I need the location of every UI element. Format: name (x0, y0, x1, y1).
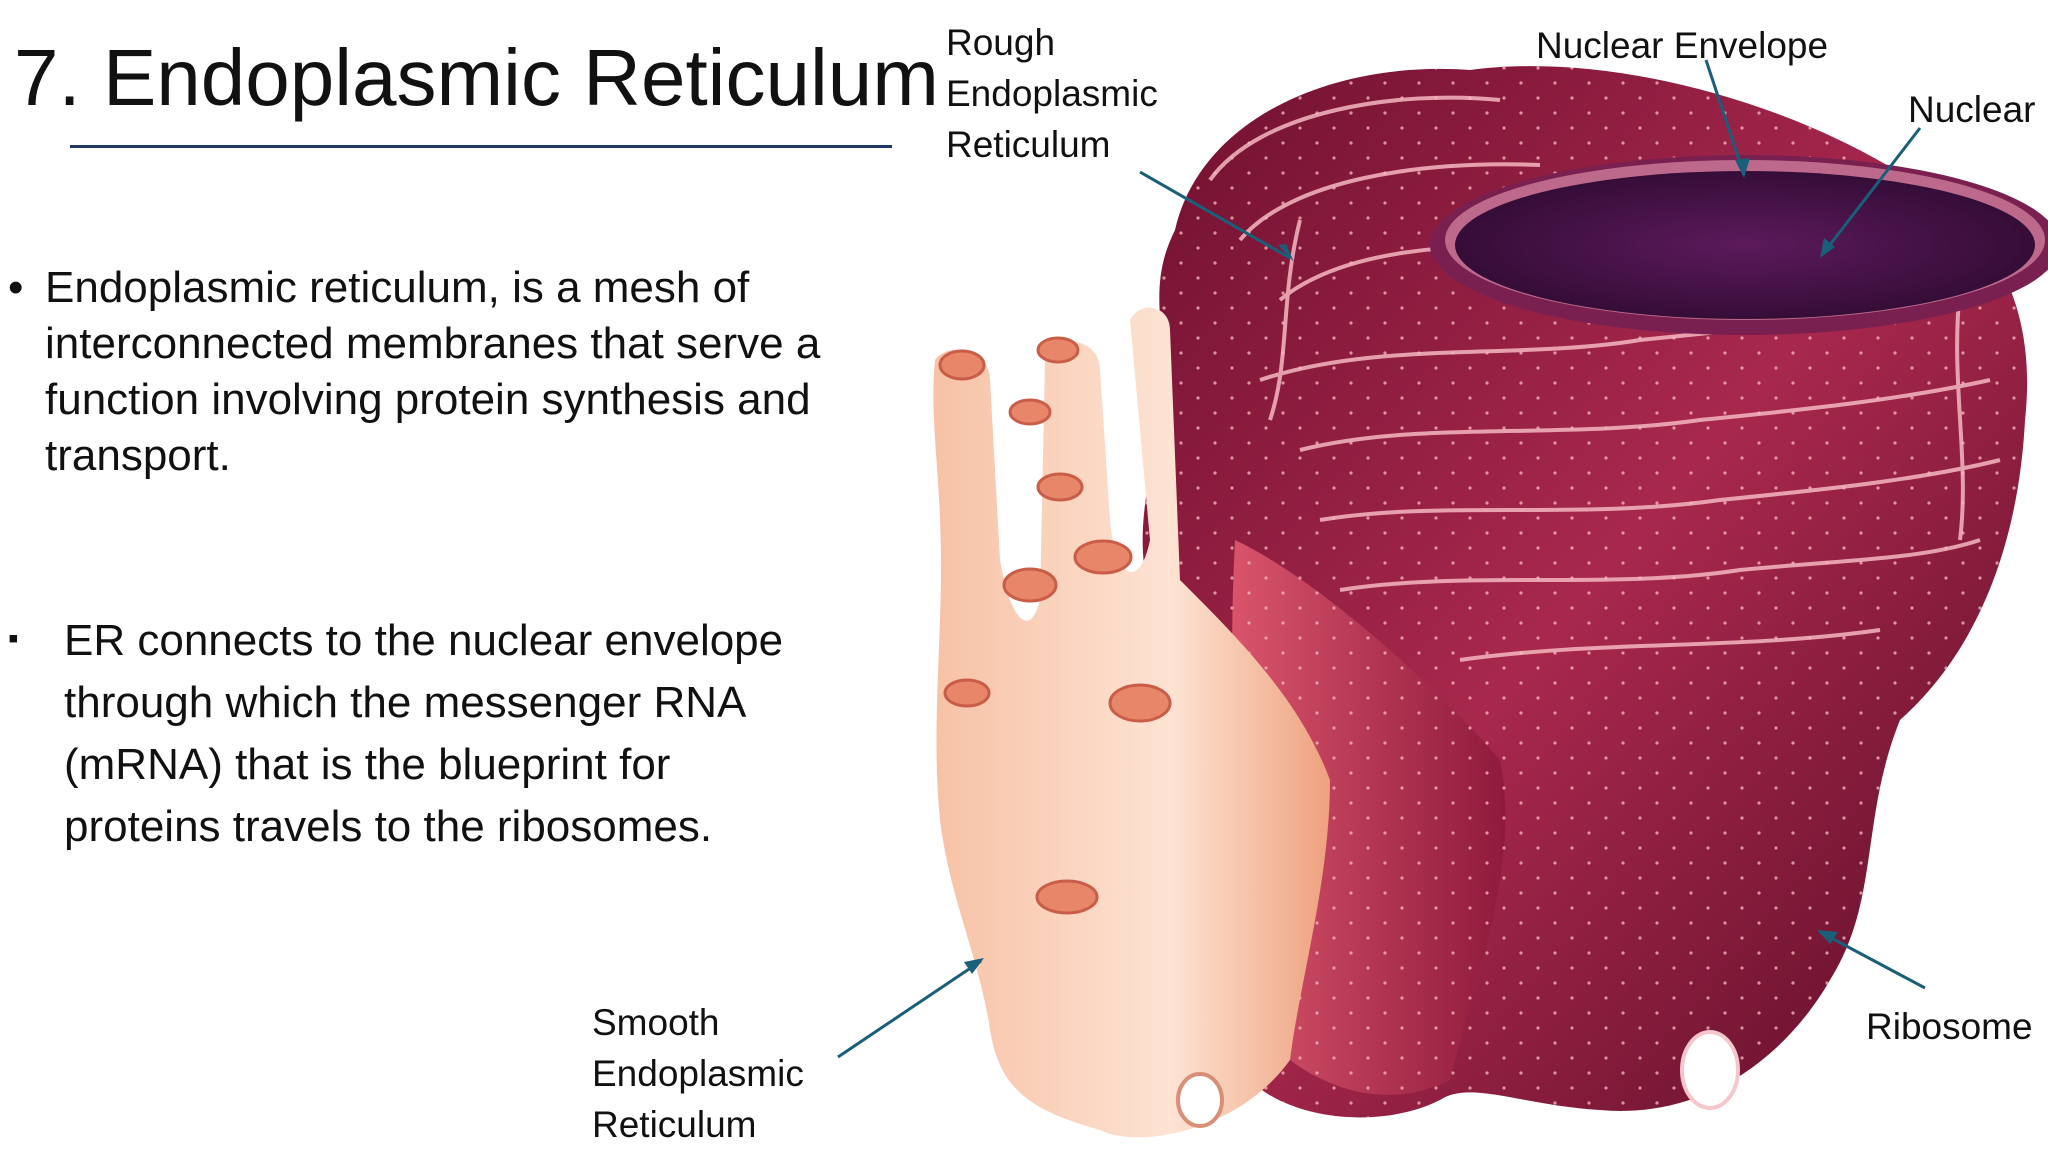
label-rough-er: Rough Endoplasmic Reticulum (946, 22, 1158, 165)
label-ribosome: Ribosome (1866, 1006, 2033, 1047)
leader-line-rough-er (1139, 170, 1291, 260)
label-nuclear: Nuclear (1908, 89, 2036, 130)
leader-arrowheads (964, 158, 1838, 974)
bullet-item-2: ▪ ER connects to the nuclear envelope th… (8, 610, 808, 858)
bullet-text-1: Endoplasmic reticulum, is a mesh of inte… (45, 263, 821, 480)
title-underline (70, 145, 892, 148)
leader-line-smooth-er (837, 959, 982, 1059)
bullet-item-1: • Endoplasmic reticulum, is a mesh of in… (8, 260, 898, 484)
bullet-marker-square: ▪ (8, 622, 19, 655)
leader-lines (837, 59, 1926, 1059)
leader-line-nuclear-envelope (1704, 59, 1746, 176)
leader-line-nuclear (1820, 127, 1922, 256)
nucleus-shape (1430, 155, 2048, 335)
label-smooth-er: Smooth Endoplasmic Reticulum (592, 1002, 804, 1145)
bullet-text-2: ER connects to the nuclear envelope thro… (64, 616, 784, 851)
bullet-marker-dot: • (8, 263, 24, 312)
leader-line-ribosome (1819, 930, 1926, 990)
label-nuclear-envelope: Nuclear Envelope (1536, 25, 1829, 66)
slide-title: 7. Endoplasmic Reticulum (14, 33, 939, 122)
smooth-er-shape (933, 307, 1330, 1138)
